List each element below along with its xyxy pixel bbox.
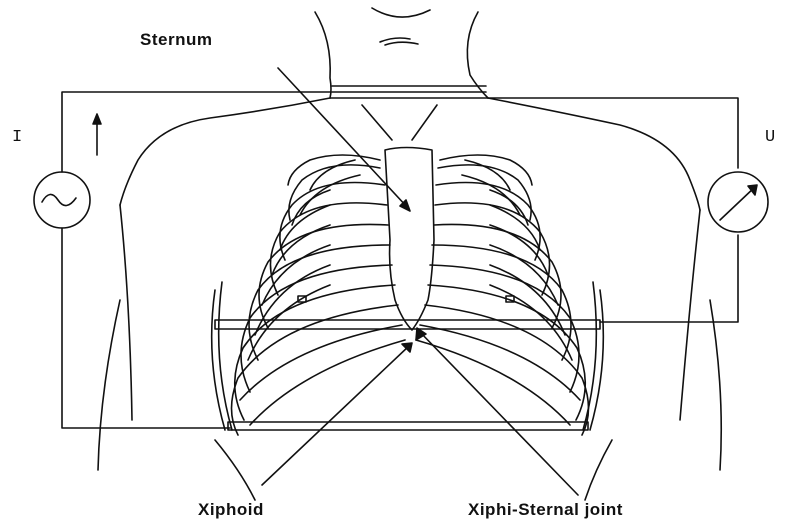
current-label: I: [12, 128, 23, 147]
voltage-label: U: [765, 128, 776, 147]
voltmeter-icon: [708, 172, 768, 232]
sternum-pointer: [278, 68, 410, 211]
circuit-wiring: [62, 92, 738, 428]
neck-outline: [315, 8, 488, 140]
neck-electrode-band: [330, 86, 488, 98]
sternum-label: Sternum: [140, 30, 212, 50]
right-rib-cage: [416, 155, 603, 435]
xiphi-sternal-joint-pointer: [416, 328, 578, 495]
xiphi-sternal-joint-label: Xiphi-Sternal joint: [468, 500, 623, 520]
left-rib-cage: [212, 155, 405, 435]
sternum-bone: [385, 148, 434, 331]
lower-electrode-band: [228, 422, 588, 430]
current-arrow-icon: [93, 114, 101, 155]
ac-source-icon: [34, 172, 90, 228]
torso-outline: [98, 98, 721, 500]
xiphoid-label: Xiphoid: [198, 500, 264, 520]
